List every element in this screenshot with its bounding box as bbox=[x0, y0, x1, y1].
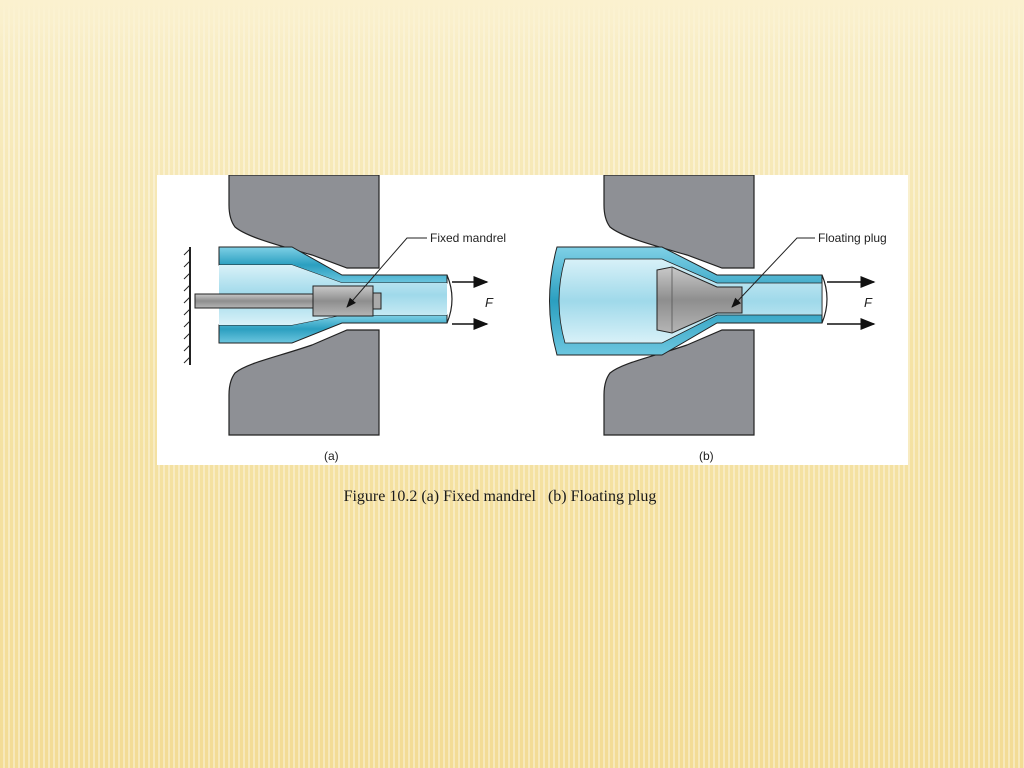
fixed-mandrel-leader bbox=[346, 237, 427, 308]
upper-die-b bbox=[603, 175, 755, 269]
figure-panel: Fixed mandrel F (a) Floating plug bbox=[157, 175, 908, 465]
fixed-mandrel bbox=[312, 285, 374, 317]
lower-die bbox=[228, 329, 380, 436]
mandrel-rod bbox=[194, 293, 316, 309]
floating-plug-label: Floating plug bbox=[818, 231, 887, 245]
panel-a-label: (a) bbox=[324, 449, 339, 463]
panel-a: Fixed mandrel F (a) bbox=[183, 175, 506, 463]
slide-background-highlight bbox=[0, 0, 1024, 60]
panel-b-label: (b) bbox=[699, 449, 714, 463]
fixed-support-hatch bbox=[183, 247, 191, 365]
tube-drawing-diagram: Fixed mandrel F (a) Floating plug bbox=[183, 175, 887, 463]
fixed-mandrel-label: Fixed mandrel bbox=[430, 231, 506, 245]
lower-die-b bbox=[603, 329, 755, 436]
force-label-b: F bbox=[864, 295, 873, 310]
panel-b: Floating plug F (b) bbox=[549, 175, 887, 463]
figure-caption: Figure 10.2 (a) Fixed mandrel (b) Floati… bbox=[343, 488, 657, 505]
force-label-a: F bbox=[485, 295, 494, 310]
floating-plug-leader bbox=[731, 237, 815, 308]
upper-die bbox=[228, 175, 380, 269]
floating-plug bbox=[656, 266, 743, 334]
